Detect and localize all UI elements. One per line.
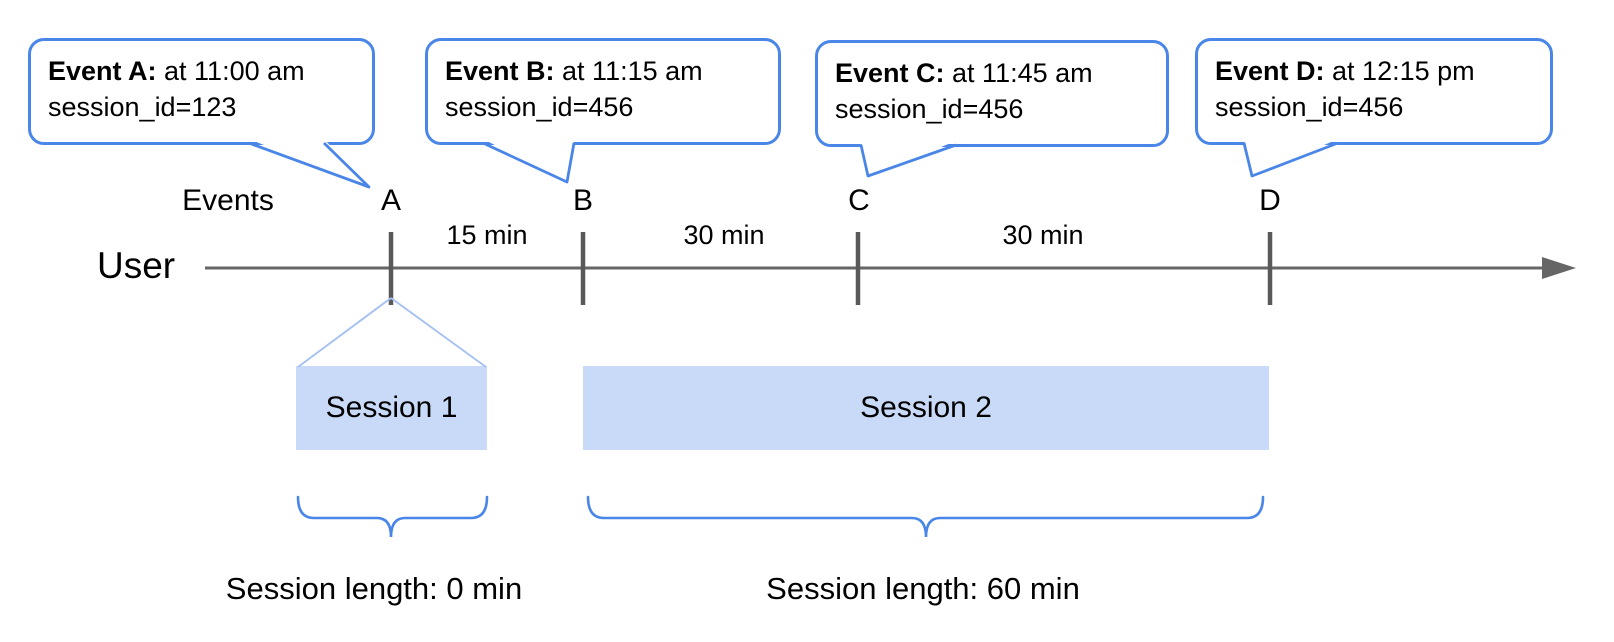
session-1-fan-lines (297, 297, 487, 368)
interval-label-cd: 30 min (1002, 220, 1084, 250)
event-b-callout: Event B: at 11:15 am session_id=456 (425, 38, 781, 145)
user-axis-label: User (97, 245, 176, 286)
interval-label-bc: 30 min (683, 220, 765, 250)
event-a-callout: Event A: at 11:00 am session_id=123 (28, 38, 375, 145)
event-letter-a: A (380, 184, 402, 217)
event-c-headline: Event C: at 11:45 am (835, 55, 1166, 91)
event-letter-d: D (1259, 184, 1281, 217)
event-letter-b: B (572, 184, 594, 217)
event-c-time: at 11:45 am (944, 58, 1093, 88)
event-letter-c: C (848, 184, 870, 217)
bubble-tail-b (482, 139, 576, 184)
session-2-box: Session 2 (583, 366, 1269, 450)
timeline-arrowhead-icon (1542, 257, 1576, 279)
event-a-title: Event A: (48, 56, 157, 86)
events-axis-label: Events (182, 184, 274, 217)
event-b-time: at 11:15 am (554, 56, 703, 86)
interval-label-ab: 15 min (446, 220, 528, 250)
event-d-time: at 12:15 pm (1324, 56, 1475, 86)
event-a-time: at 11:00 am (156, 56, 305, 86)
event-b-headline: Event B: at 11:15 am (445, 53, 778, 89)
event-d-title: Event D: (1215, 56, 1325, 86)
event-d-headline: Event D: at 12:15 pm (1215, 53, 1550, 89)
event-c-callout: Event C: at 11:45 am session_id=456 (815, 40, 1169, 147)
event-a-headline: Event A: at 11:00 am (48, 53, 372, 89)
event-d-callout: Event D: at 12:15 pm session_id=456 (1195, 38, 1553, 145)
event-a-session-id: session_id=123 (48, 92, 237, 122)
session-1-box: Session 1 (296, 366, 487, 450)
session-1-brace (296, 495, 489, 538)
event-b-title: Event B: (445, 56, 555, 86)
session-2-label: Session 2 (860, 391, 992, 424)
event-b-session-id: session_id=456 (445, 92, 634, 122)
session-2-length-label: Session length: 60 min (766, 571, 1080, 606)
bubble-tail-a (248, 139, 371, 189)
event-c-session-id: session_id=456 (835, 94, 1024, 124)
event-c-title: Event C: (835, 58, 945, 88)
session-1-length-label: Session length: 0 min (225, 571, 523, 606)
session-2-brace (586, 495, 1265, 538)
event-d-session-id: session_id=456 (1215, 92, 1404, 122)
session-1-label: Session 1 (325, 391, 458, 424)
